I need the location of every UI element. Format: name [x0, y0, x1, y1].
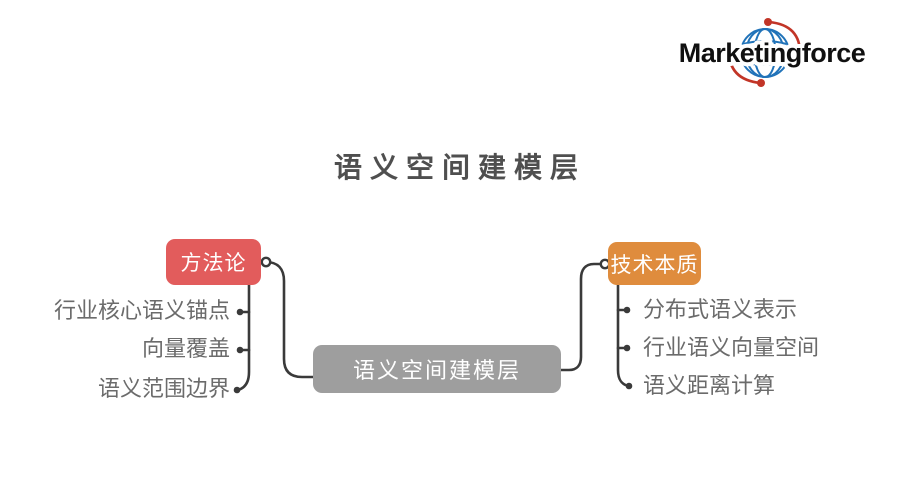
globe-icon [740, 28, 790, 78]
orbit-arcs-icon [727, 18, 802, 87]
left-child-dot-2 [236, 346, 244, 354]
right-child-dot-1 [623, 306, 631, 314]
branch-node-methodology: 方法论 [166, 239, 261, 285]
child-label: 行业语义向量空间 [643, 335, 820, 360]
child-label: 语义距离计算 [643, 373, 776, 398]
child-label: 语义范围边界 [97, 376, 230, 401]
page-title: 语义空间建模层 [333, 152, 586, 183]
left-child-dot-3 [233, 386, 241, 394]
right-child-dot-2 [623, 344, 631, 352]
left-branch-anchor [260, 256, 272, 268]
logo-marketingforce: Marketingforce [675, 18, 870, 87]
child-label: 向量覆盖 [141, 336, 230, 361]
root-node: 语义空间建模层 [313, 345, 561, 393]
branch-node-tech-essence: 技术本质 [608, 242, 701, 285]
logo-text: Marketingforce [679, 38, 866, 68]
child-label: 行业核心语义锚点 [53, 298, 230, 323]
left-child-dot-1 [236, 308, 244, 316]
wire-left-children-spine [236, 283, 251, 392]
wire-root-to-right-branch [559, 262, 603, 372]
right-child-dot-3 [625, 382, 633, 390]
wire-right-children-spine [616, 283, 630, 388]
child-label: 分布式语义表示 [643, 297, 798, 322]
wire-left-branch-to-root [264, 260, 316, 379]
